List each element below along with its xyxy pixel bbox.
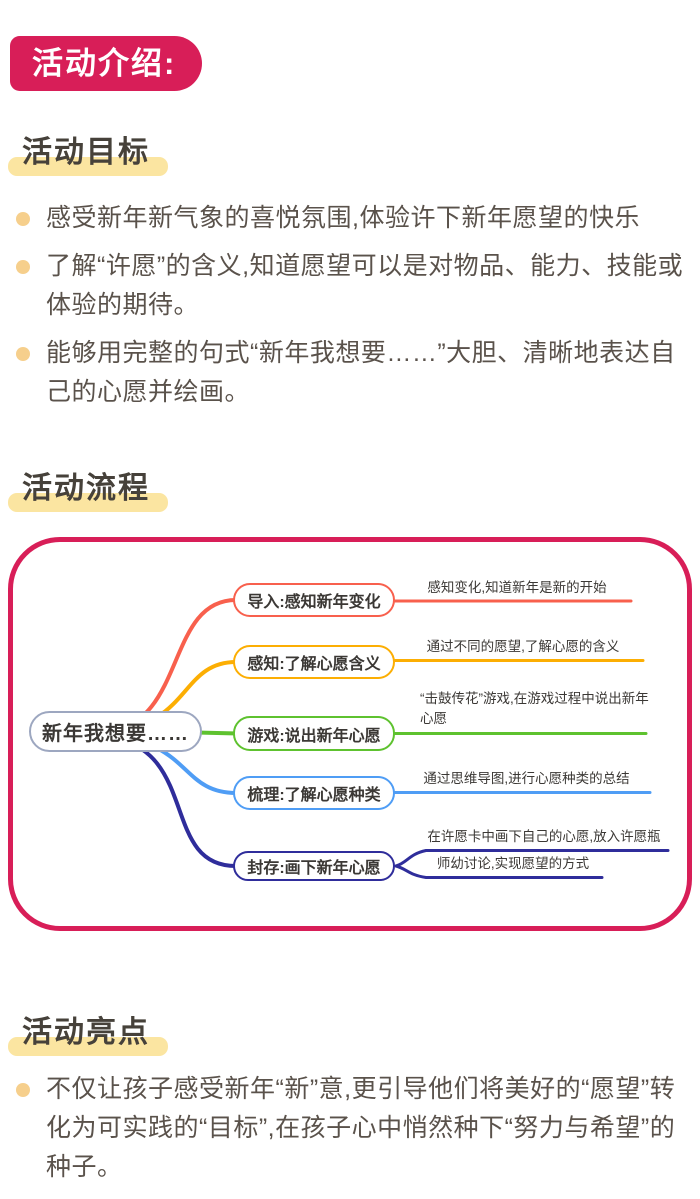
node-label: 梳理:了解心愿种类 — [247, 787, 381, 804]
mindmap-root-node: 新年我想要…… — [29, 711, 202, 752]
mindmap-node-perceive: 感知:了解心愿含义 — [233, 645, 395, 679]
list-item: 感受新年新气象的喜悦氛围,体验许下新年愿望的快乐 — [12, 199, 692, 238]
list-item: 不仅让孩子感受新年“新”意,更引导他们将美好的“愿望”转化为可实践的“目标”,在… — [12, 1070, 692, 1187]
page-title-badge: 活动介绍: — [10, 36, 203, 91]
process-heading-text: 活动流程 — [22, 472, 150, 505]
bullet-dot-icon — [16, 347, 30, 361]
goal-text: 能够用完整的句式“新年我想要……”大胆、清晰地表达自己的心愿并绘画。 — [46, 339, 676, 406]
highlight-text: 不仅让孩子感受新年“新”意,更引导他们将美好的“愿望”转化为可实践的“目标”,在… — [46, 1075, 676, 1181]
leaf-fork-top — [394, 849, 670, 868]
mindmap-node-sort: 梳理:了解心愿种类 — [233, 776, 395, 810]
list-item: 了解“许愿”的含义,知道愿望可以是对物品、能力、技能或体验的期待。 — [12, 247, 692, 325]
goals-heading: 活动目标 — [8, 127, 168, 176]
goal-text: 了解“许愿”的含义,知道愿望可以是对物品、能力、技能或体验的期待。 — [46, 252, 684, 319]
highlights-heading-text: 活动亮点 — [22, 1016, 150, 1049]
branch-curve-3 — [194, 730, 240, 736]
leaf-note: “击鼓传花”游戏,在游戏过程中说出新年心愿 — [420, 691, 649, 726]
goals-heading-text: 活动目标 — [22, 136, 150, 169]
root-label: 新年我想要…… — [42, 723, 189, 745]
list-item: 能够用完整的句式“新年我想要……”大胆、清晰地表达自己的心愿并绘画。 — [12, 334, 692, 412]
leaf-note: 在许愿卡中画下自己的心愿,放入许愿瓶 — [427, 829, 661, 844]
leaf-fork-bottom — [394, 864, 604, 879]
mindmap-node-game: 游戏:说出新年心愿 — [233, 716, 395, 751]
bullet-dot-icon — [16, 212, 30, 226]
node-label: 游戏:说出新年心愿 — [247, 727, 381, 745]
leaf-note: 师幼讨论,实现愿望的方式 — [436, 856, 590, 871]
bullet-dot-icon — [16, 1083, 30, 1097]
mindmap-node-intro: 导入:感知新年变化 — [233, 583, 395, 617]
node-label: 封存:画下新年心愿 — [247, 860, 381, 877]
mindmap-node-seal: 封存:画下新年心愿 — [233, 851, 395, 881]
mindmap-diagram: 新年我想要…… 导入:感知新年变化 感知:了解心愿含义 游戏:说出新年心愿 梳理… — [8, 537, 692, 931]
bullet-dot-icon — [16, 260, 30, 274]
leaf-note: 感知变化,知道新年是新的开始 — [427, 580, 607, 595]
leaf-note: 通过不同的愿望,了解心愿的含义 — [426, 639, 620, 654]
node-label: 导入:感知新年变化 — [247, 594, 381, 611]
page-title: 活动介绍: — [32, 46, 177, 81]
goal-text: 感受新年新气象的喜悦氛围,体验许下新年愿望的快乐 — [46, 204, 640, 232]
process-heading: 活动流程 — [8, 463, 168, 512]
node-label: 感知:了解心愿含义 — [247, 656, 381, 673]
highlights-heading: 活动亮点 — [8, 1007, 168, 1056]
highlights-list: 不仅让孩子感受新年“新”意,更引导他们将美好的“愿望”转化为可实践的“目标”,在… — [12, 1070, 692, 1196]
leaf-note: 通过思维导图,进行心愿种类的总结 — [423, 771, 630, 786]
goals-list: 感受新年新气象的喜悦氛围,体验许下新年愿望的快乐 了解“许愿”的含义,知道愿望可… — [12, 199, 692, 421]
